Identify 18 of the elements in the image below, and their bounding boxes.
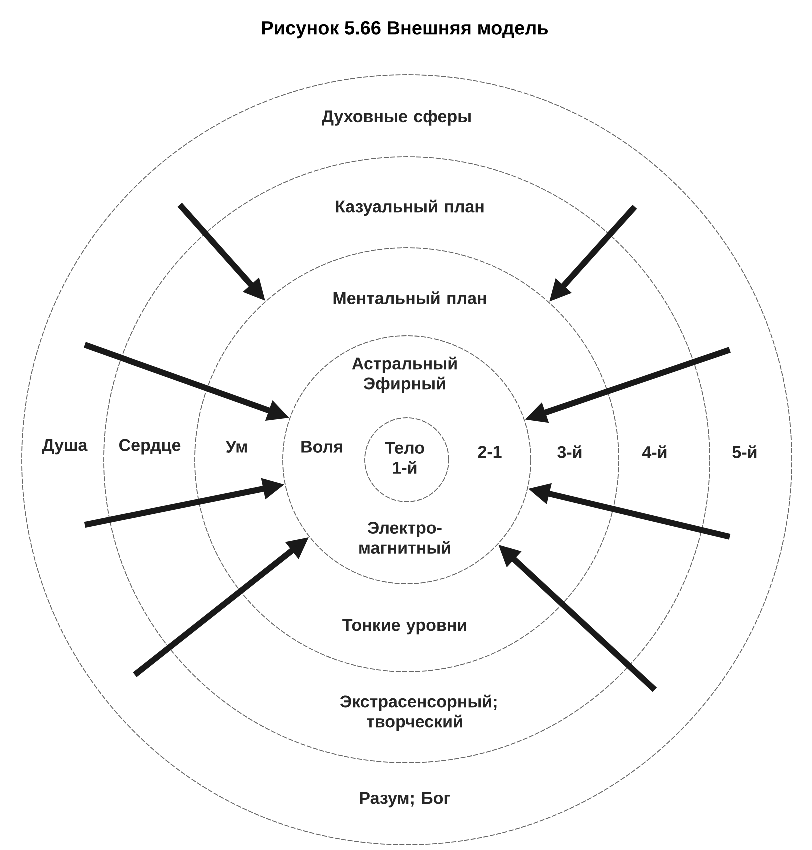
level-label: Духовные сферы xyxy=(322,110,471,126)
level-label: Казуальный план xyxy=(336,200,484,216)
level-label: 5-й xyxy=(732,446,757,458)
level-label: Разум; Бог xyxy=(360,792,450,808)
level-label: Электро-магнитный xyxy=(360,522,450,554)
level-label: Экстрасенсорный; творческий xyxy=(340,694,497,732)
level-label: 4-й xyxy=(642,446,667,458)
level-label: Сердце xyxy=(120,439,181,455)
level-label: Воля xyxy=(302,441,342,453)
level-label: Астральный Эфирный xyxy=(352,356,457,394)
level-label: 3-й xyxy=(558,446,582,458)
level-label: Ум xyxy=(226,441,247,453)
level-label: Тонкие уровни xyxy=(342,619,466,635)
level-label: Тело 1-й xyxy=(385,442,424,474)
level-label: Ментальный план xyxy=(334,292,486,304)
level-label: 2-1 xyxy=(478,446,502,458)
title: Рисунок 5.66 Внешняя модель xyxy=(262,21,548,39)
level-label: Душа xyxy=(42,439,88,455)
